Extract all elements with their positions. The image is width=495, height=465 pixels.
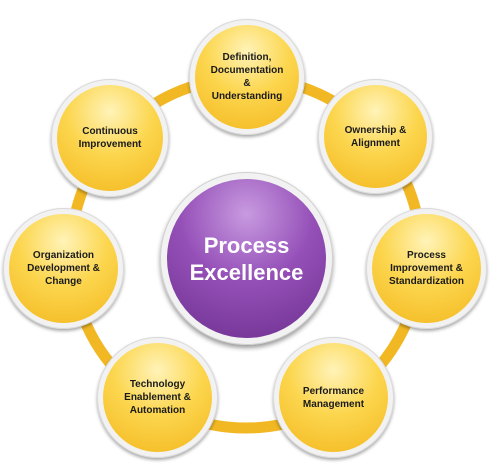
node-process-improvement-fill: Process Improvement & Standardization (372, 214, 481, 323)
node-definition: Definition, Documentation & Understandin… (189, 19, 305, 135)
center-title: Process Excellence (189, 232, 304, 285)
node-ownership-label: Ownership & Alignment (344, 124, 407, 149)
node-continuous: Continuous Improvement (51, 79, 169, 197)
center-node: Process Excellence (160, 172, 333, 345)
node-organization: Organization Development & Change (3, 208, 124, 329)
node-ownership: Ownership & Alignment (318, 79, 433, 194)
center-node-fill: Process Excellence (167, 179, 326, 338)
node-ownership-fill: Ownership & Alignment (324, 85, 427, 188)
node-process-improvement-label: Process Improvement & Standardization (388, 250, 464, 287)
node-continuous-label: Continuous Improvement (78, 126, 142, 150)
node-performance-label: Performance Management (302, 385, 365, 410)
node-organization-label: Organization Development & Change (27, 250, 100, 287)
node-organization-fill: Organization Development & Change (9, 214, 118, 323)
node-technology-fill: Technology Enablement & Automation (103, 343, 212, 452)
node-performance-fill: Performance Management (279, 343, 388, 452)
node-process-improvement: Process Improvement & Standardization (366, 208, 487, 329)
node-continuous-fill: Continuous Improvement (57, 85, 163, 191)
node-technology-label: Technology Enablement & Automation (124, 379, 191, 416)
node-performance: Performance Management (273, 337, 394, 458)
node-definition-fill: Definition, Documentation & Understandin… (195, 25, 299, 129)
node-definition-label: Definition, Documentation & Understandin… (210, 52, 284, 102)
node-technology: Technology Enablement & Automation (97, 337, 218, 458)
